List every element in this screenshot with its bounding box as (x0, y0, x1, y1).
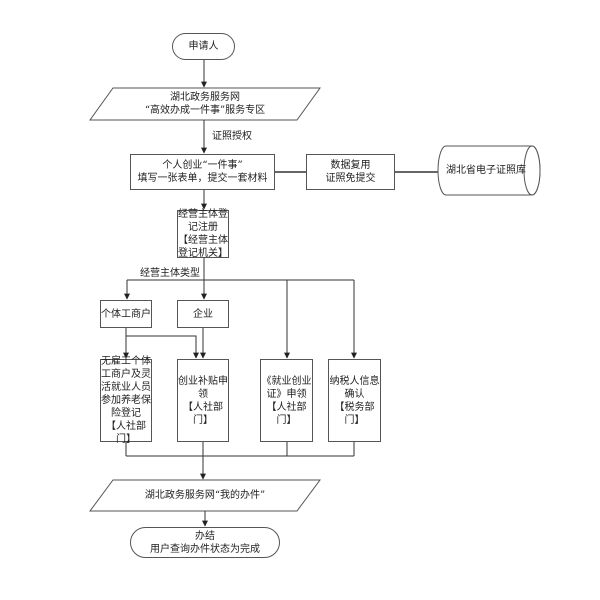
portal-node: 湖北政务服务网 “高效办成一件事”服务专区 (100, 88, 310, 120)
database-label: 湖北省电子证照库 (446, 165, 526, 176)
enterprise-box: 企业 (177, 300, 229, 328)
individual-label: 个体工商户 (101, 308, 151, 320)
start-terminal: 申请人 (172, 33, 235, 60)
enterprise-label: 企业 (193, 308, 213, 320)
apply-label: 个人创业“一件事” 填写一张表单，提交一套材料 (137, 160, 268, 184)
start-label: 申请人 (188, 41, 219, 52)
cert-label: 《就业创业 证》申领 【人社部 门】 (261, 375, 312, 426)
database-node: 湖北省电子证照库 (440, 146, 532, 195)
reuse-label: 数据复用 证照免提交 (325, 160, 376, 184)
tax-label: 纳税人信息 确认 【税务部 门】 (329, 375, 380, 426)
edge-individual-subsidy (126, 335, 199, 359)
end-label: 办结 用户查询办件状态为完成 (150, 530, 260, 555)
edge-label-authorize: 证照授权 (212, 131, 252, 142)
subsidy-label: 创业补贴申 领 【人社部 门】 (178, 375, 228, 426)
apply-box: 个人创业“一件事” 填写一张表单，提交一套材料 (130, 154, 275, 190)
end-terminal: 办结 用户查询办件状态为完成 (130, 527, 280, 558)
portal-shape (89, 87, 321, 121)
my-office-node: 湖北政务服务网“我的办件” (100, 480, 310, 511)
individual-box: 个体工商户 (100, 300, 152, 328)
pension-box: 无雇工个体 工商户及灵 活就业人员 参加养老保 险登记 【人社部 门】 (100, 356, 152, 445)
my-office-label: 湖北政务服务网“我的办件” (144, 490, 266, 501)
tax-box: 纳税人信息 确认 【税务部 门】 (328, 359, 381, 442)
subsidy-box: 创业补贴申 领 【人社部 门】 (177, 359, 229, 442)
register-box: 经营主体登 记注册 【经营主体 登记机关】 (177, 209, 229, 259)
edge-label-type: 经营主体类型 (140, 268, 200, 279)
portal-label: 湖北政务服务网 “高效办成一件事”服务专区 (144, 92, 266, 116)
register-label: 经营主体登 记注册 【经营主体 登记机关】 (178, 209, 228, 259)
my-office-shape (89, 479, 321, 512)
cert-box: 《就业创业 证》申领 【人社部 门】 (260, 359, 313, 442)
reuse-box: 数据复用 证照免提交 (306, 154, 395, 190)
pension-label: 无雇工个体 工商户及灵 活就业人员 参加养老保 险登记 【人社部 门】 (101, 356, 151, 445)
